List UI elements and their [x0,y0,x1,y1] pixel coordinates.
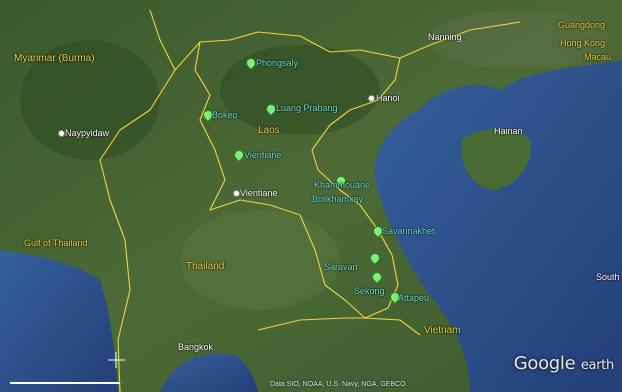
label-vietnam: Vietnam [424,325,461,336]
label-vientiane-city: Vientiane [240,188,278,198]
province-label-savannakhet: Savannakhet [382,226,435,236]
terrain-shade [430,10,610,70]
province-label-sekong: Sekong [354,286,385,296]
terrain-shade [220,45,380,135]
scale-bar [10,382,120,384]
city-dot [233,190,240,197]
label-bangkok: Bangkok [178,342,214,352]
brand-name: Google [513,353,576,374]
province-label-bolikhamxay: Bolikhamxay [312,194,364,204]
province-label-luang-prabang: Luang Prabang [276,103,338,113]
province-label-vientiane: Vientiane [244,150,282,160]
hainan-island [461,128,531,190]
cambodia-border [257,317,421,336]
label-myanmar: Myanmar (Burma) [14,53,95,64]
label-hainan: Hainan [494,126,523,136]
label-hong-kong: Hong Kong [560,38,606,48]
label-nanning: Nanning [428,32,462,42]
province-label-phongsaly: Phongsaly [256,58,299,68]
province-label-bokeo: Bokeo [212,110,238,120]
city-dot [58,130,65,137]
label-gulf: Gulf of Thailand [24,238,88,248]
south-china-sea [374,60,622,392]
laos-thailand-border [194,41,366,319]
myanmar-thailand-border [99,69,176,392]
label-guangdong: Guangdong [558,20,606,30]
andaman-sea [0,250,118,392]
myanmar-china-border [149,9,201,71]
laos-vietnam-border [199,31,401,319]
vietnam-china-border [399,21,521,59]
label-thailand: Thailand [186,261,225,272]
label-hanoi: Hanoi [376,93,400,103]
brand-suffix: earth [580,358,614,373]
label-south: South [596,272,620,282]
province-label-attapeu: Attapeu [398,293,430,303]
google-earth-logo: Google earth [513,353,615,374]
imagery-credits: Data SIO, NOAA, U.S. Navy, NGA, GEBCO [270,381,406,388]
gulf-of-thailand [160,353,258,392]
terrain-shade [20,40,160,160]
label-laos: Laos [258,125,280,136]
terrain-shade [180,210,340,310]
city-dot [368,95,375,102]
label-macau: Macau [584,52,612,62]
province-label-saravan: Saravan [324,262,358,272]
province-label-khammouane: Khammouane [314,180,371,190]
label-naypyidaw: Naypyidaw [65,128,110,138]
